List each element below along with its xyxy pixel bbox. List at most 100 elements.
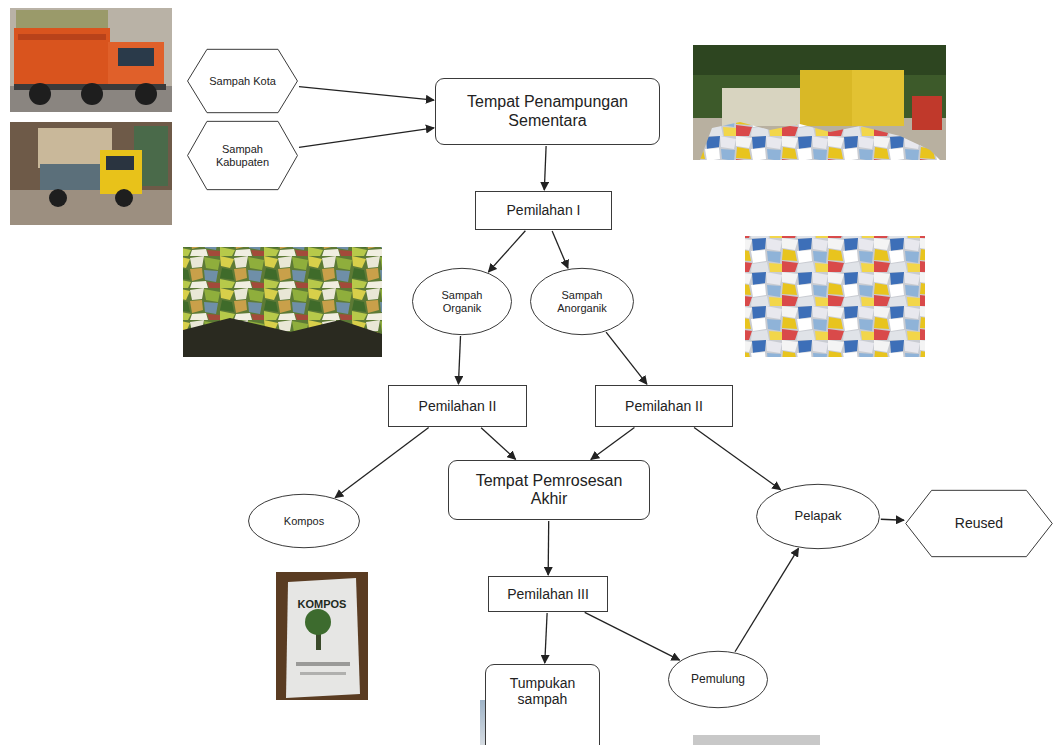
process-box: Tumpukan sampah [485,664,600,745]
flow-arrow [299,128,434,147]
node-text-group: Kompos [284,515,324,528]
node-label: Pelapak [795,509,842,524]
yellow-truck-photo [100,150,142,194]
node-label: Pemilahan II [419,398,497,414]
orange-truck-photo [10,8,172,112]
bag-label: KOMPOS [298,598,347,610]
result-hexagon-outline [906,490,1053,556]
flow-arrow [335,428,429,498]
orange-truck-photo [18,34,106,40]
node-label: Reused [955,515,1003,531]
node-text-group: Pemilahan II [419,398,497,414]
node-label: Sampah Anorganik [546,289,619,314]
compost-bag-photo [305,609,331,635]
sorting-box: Pemilahan II [388,385,527,427]
yellow-truck-photo [106,156,134,170]
waste-ellipse-outline [531,268,634,334]
orange-truck-photo [135,83,157,105]
node-text-group: Pemilahan III [507,586,589,602]
yellow-truck-photo [10,190,172,225]
compost-bag-photo [286,578,360,698]
organic-waste-photo [183,247,382,357]
result-hexagon: Reused [905,490,1053,557]
flow-arrow [552,231,568,268]
node-text-group: Tempat Pemrosesan Akhir [457,472,641,509]
node-text-group: Tempat Penampungan Sementara [444,93,651,130]
sorting-box: Pemilahan I [475,191,612,230]
node-label: Tumpukan sampah [494,675,591,707]
yellow-truck-photo [49,189,67,207]
node-label: Sampah Kota [209,75,276,88]
node-label: Tempat Pemrosesan Akhir [457,472,641,509]
output-ellipse: Pemulung [668,651,768,708]
flow-arrow [544,146,546,190]
process-box: Tempat Penampungan Sementara [435,78,660,145]
node-text-group: Sampah Anorganik [546,289,619,314]
node-text-group: Sampah Organik [427,289,497,314]
flow-arrow [694,428,781,490]
inorganic-waste-photo [745,236,925,357]
node-label: Tempat Penampungan Sementara [444,93,651,130]
sorting-box: Pemilahan III [488,576,608,612]
orange-truck-photo [14,28,110,86]
node-label: Sampah Kabupaten [208,143,277,168]
waste-ellipse-outline [413,268,512,334]
output-ellipse-outline [757,484,880,548]
flow-arrow [545,613,547,663]
node-text-group: Sampah Kota [209,75,276,88]
temporary-site-photo [852,70,904,126]
process-box: Tempat Pemrosesan Akhir [448,460,650,520]
waste-ellipse: Sampah Anorganik [530,268,634,335]
source-hexagon-outline [188,121,298,189]
compost-bag-photo [276,572,368,700]
node-text-group: Tumpukan sampah [494,675,591,707]
node-label: Pemilahan III [507,586,589,602]
node-label: Pemilahan I [507,202,581,218]
node-text-group: Pemulung [691,673,745,687]
node-text-group: Pemilahan I [507,202,581,218]
source-hexagon: Sampah Kabupaten [187,121,298,190]
flow-arrow [881,519,904,520]
source-hexagon-outline [188,49,298,112]
inorganic-waste-photo [745,236,925,357]
source-hexagon: Sampah Kota [187,49,298,113]
temporary-site-photo [693,45,946,160]
flow-arrow [458,336,460,384]
output-ellipse: Pelapak [756,484,880,549]
scavenger-photo [693,735,820,745]
flow-arrow [735,548,798,651]
flow-arrow [481,428,515,460]
node-text-group: Sampah Kabupaten [208,143,277,168]
yellow-truck-photo [115,189,133,207]
scavenger-photo [693,735,820,745]
yellow-truck-photo [10,122,172,225]
temporary-site-photo [912,96,942,130]
compost-bag-photo [300,672,346,675]
output-ellipse-outline [249,494,360,547]
sorting-box: Pemilahan II [595,385,733,427]
orange-truck-photo [108,42,164,88]
orange-truck-photo [29,83,51,105]
flow-arrow [548,521,550,575]
waste-ellipse: Sampah Organik [412,268,512,335]
flow-arrow [299,87,434,101]
flow-arrow [488,231,525,272]
flow-arrow [585,612,680,660]
organic-waste-photo [183,247,382,357]
compost-bag-photo [276,572,368,700]
node-label: Sampah Organik [427,289,497,314]
node-label: Pemulung [691,673,745,687]
yellow-truck-photo [40,164,110,190]
node-text-group: Pelapak [795,509,842,524]
orange-truck-photo [118,48,154,66]
node-text-group: Reused [955,515,1003,531]
node-label: Pemilahan II [625,398,703,414]
yellow-truck-photo [10,122,172,225]
output-ellipse-outline [669,651,768,707]
connectors [299,87,904,663]
temporary-site-photo [700,122,940,160]
temporary-site-photo [693,45,946,160]
flow-arrow [591,428,635,460]
orange-truck-photo [10,8,172,112]
